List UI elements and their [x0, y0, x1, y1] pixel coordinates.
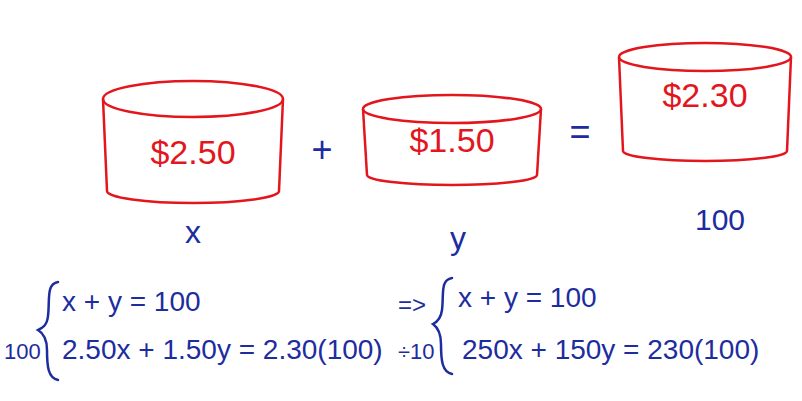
variable-label: x	[185, 216, 201, 248]
cup-shape: $2.30	[616, 40, 794, 164]
equation: 2.50x + 1.50y = 2.30(100)	[62, 336, 383, 364]
cup-rim	[363, 95, 541, 123]
cup-base	[367, 175, 537, 185]
variable-label: y	[450, 222, 466, 254]
multiplier: 100	[4, 341, 41, 363]
cup-rim	[103, 81, 283, 117]
right-brace	[433, 278, 452, 374]
cup-base	[107, 191, 279, 203]
left-brace	[38, 282, 58, 380]
cup-rim	[619, 43, 791, 71]
cup-base	[623, 151, 787, 161]
cup-side	[103, 99, 107, 191]
equation: 250x + 150y = 230(100)	[462, 336, 759, 364]
cup-side	[363, 109, 367, 175]
equation: x + y = 100	[458, 284, 597, 312]
price-label: $2.50	[100, 135, 286, 169]
divisor: ÷10	[398, 341, 435, 363]
quantity-label: 100	[695, 205, 745, 235]
price-label: $1.50	[360, 123, 544, 157]
implies-arrow: =>	[398, 293, 426, 317]
plus-sign: +	[311, 132, 332, 168]
cup-side	[619, 57, 623, 151]
cup-side	[537, 109, 541, 175]
cup-shape: $1.50	[360, 92, 544, 188]
cup-shape: $2.50	[100, 78, 286, 206]
equation: x + y = 100	[62, 288, 201, 316]
cup-side	[279, 99, 283, 191]
equals-sign: =	[569, 114, 590, 150]
price-label: $2.30	[616, 78, 794, 112]
cup-side	[787, 57, 791, 151]
